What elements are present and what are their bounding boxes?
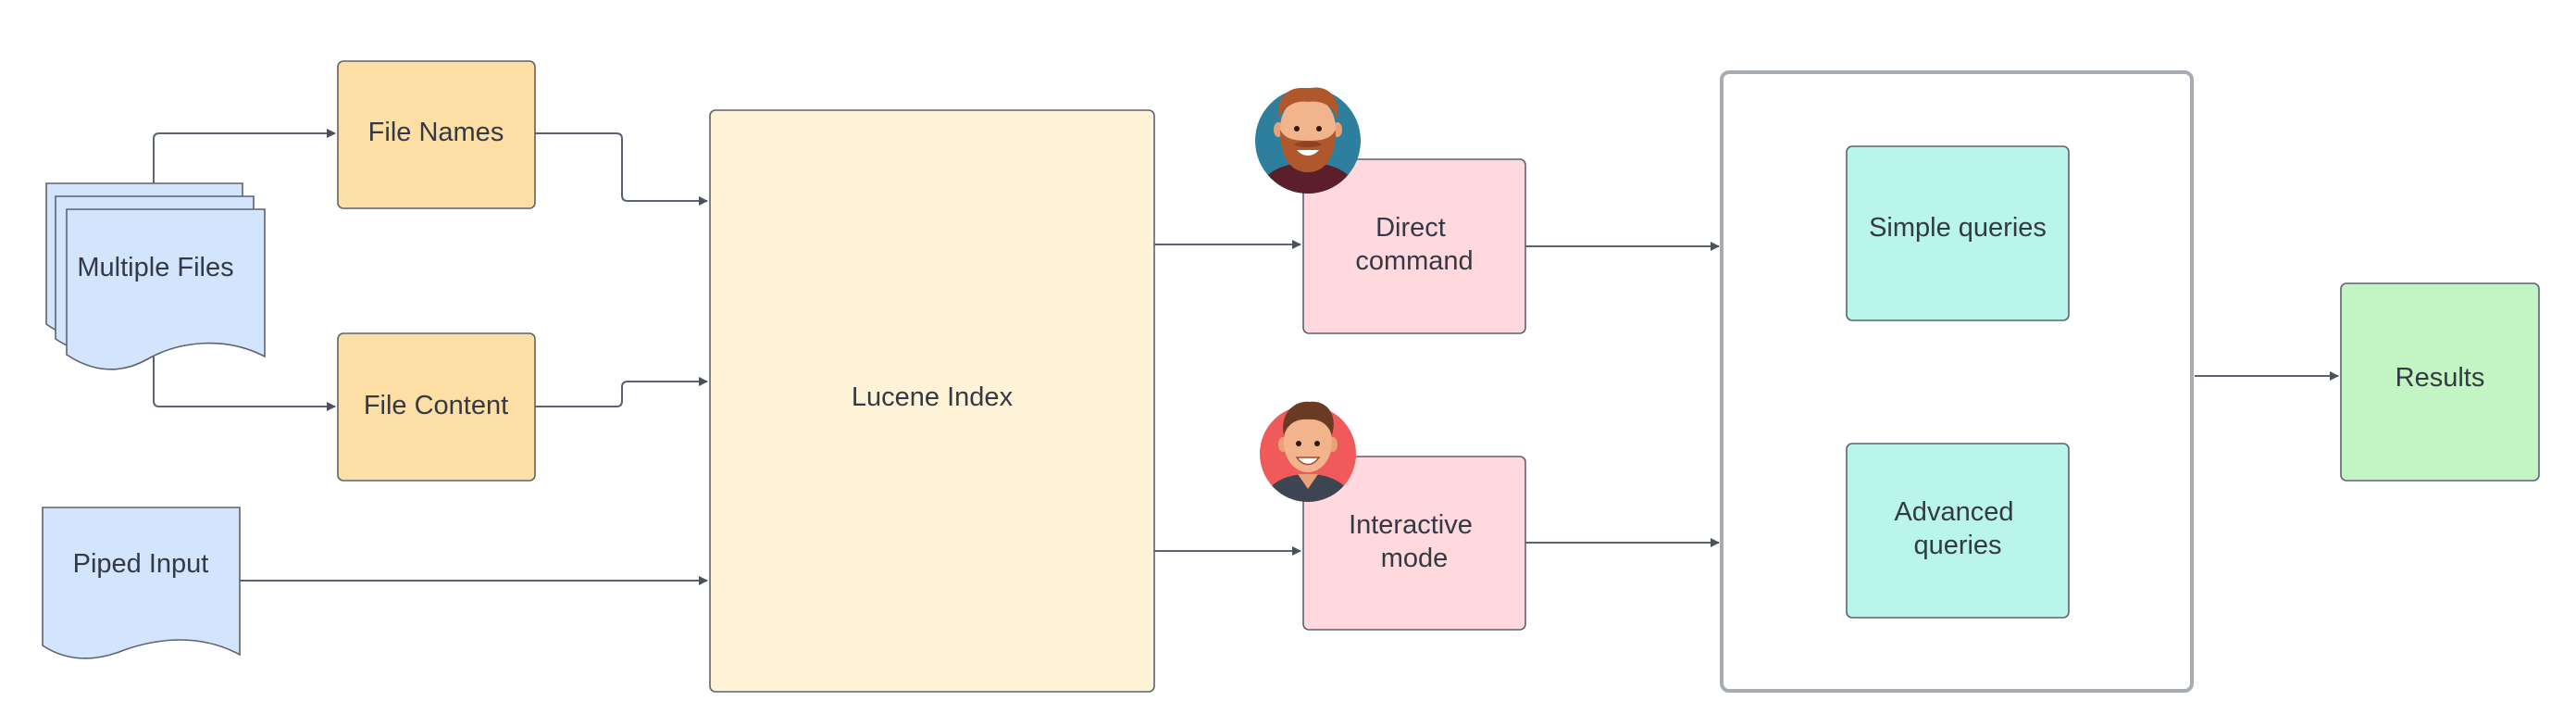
piped-input-label: Piped Input bbox=[73, 549, 209, 579]
piped-input-document bbox=[42, 507, 241, 659]
results-node: Results bbox=[2340, 282, 2540, 482]
document-stack-front bbox=[66, 208, 266, 370]
simple-queries-node: Simple queries bbox=[1846, 145, 2070, 321]
results-label: Results bbox=[2396, 363, 2485, 393]
interactive-mode-line-2: mode bbox=[1381, 544, 1449, 573]
smiling-man-avatar-icon bbox=[1260, 401, 1356, 502]
query-group-container bbox=[1720, 70, 2194, 693]
simple-queries-label: Simple queries bbox=[1869, 213, 2047, 243]
piped-input-node: Piped Input bbox=[42, 507, 241, 659]
direct-command-line-1: Direct bbox=[1375, 213, 1446, 243]
advanced-queries-line-2: queries bbox=[1913, 531, 2001, 560]
advanced-queries-node: Advanced queries bbox=[1846, 443, 2070, 619]
file-names-label: File Names bbox=[368, 118, 504, 147]
direct-command-label: Direct command bbox=[1355, 213, 1473, 276]
direct-command-node: Direct command bbox=[1302, 158, 1526, 334]
file-names-box bbox=[337, 60, 536, 209]
interactive-mode-box bbox=[1302, 456, 1526, 631]
file-content-node: File Content bbox=[337, 332, 536, 482]
advanced-queries-box bbox=[1846, 443, 2070, 619]
lucene-index-node: Lucene Index bbox=[709, 109, 1155, 693]
edge-file-names-to-lucene-index bbox=[535, 132, 708, 206]
direct-command-line-2: command bbox=[1355, 246, 1473, 276]
simple-queries-box bbox=[1846, 145, 2070, 321]
advanced-queries-line-1: Advanced bbox=[1894, 497, 2013, 527]
multiple-files-label: Multiple Files bbox=[77, 253, 233, 282]
interactive-mode-line-1: Interactive bbox=[1349, 510, 1473, 540]
advanced-queries-label: Advanced queries bbox=[1894, 497, 2021, 560]
edge-multiple-files-to-file-names bbox=[153, 129, 336, 183]
bearded-man-avatar-icon bbox=[1255, 87, 1361, 194]
edge-multiple-files-to-file-content bbox=[153, 357, 336, 411]
query-group-box bbox=[1720, 70, 2194, 693]
edge-file-content-to-lucene-index bbox=[535, 377, 708, 407]
results-box bbox=[2340, 282, 2540, 482]
file-names-node: File Names bbox=[337, 60, 536, 209]
lucene-index-box bbox=[709, 109, 1155, 693]
lucene-index-label: Lucene Index bbox=[852, 382, 1014, 412]
file-content-label: File Content bbox=[364, 391, 508, 420]
direct-command-box bbox=[1302, 158, 1526, 334]
file-content-box bbox=[337, 332, 536, 482]
interactive-mode-node: Interactive mode bbox=[1302, 456, 1526, 631]
connectors bbox=[153, 129, 2339, 585]
multiple-files-node: Multiple Files bbox=[45, 182, 266, 370]
interactive-mode-label: Interactive mode bbox=[1349, 510, 1480, 573]
